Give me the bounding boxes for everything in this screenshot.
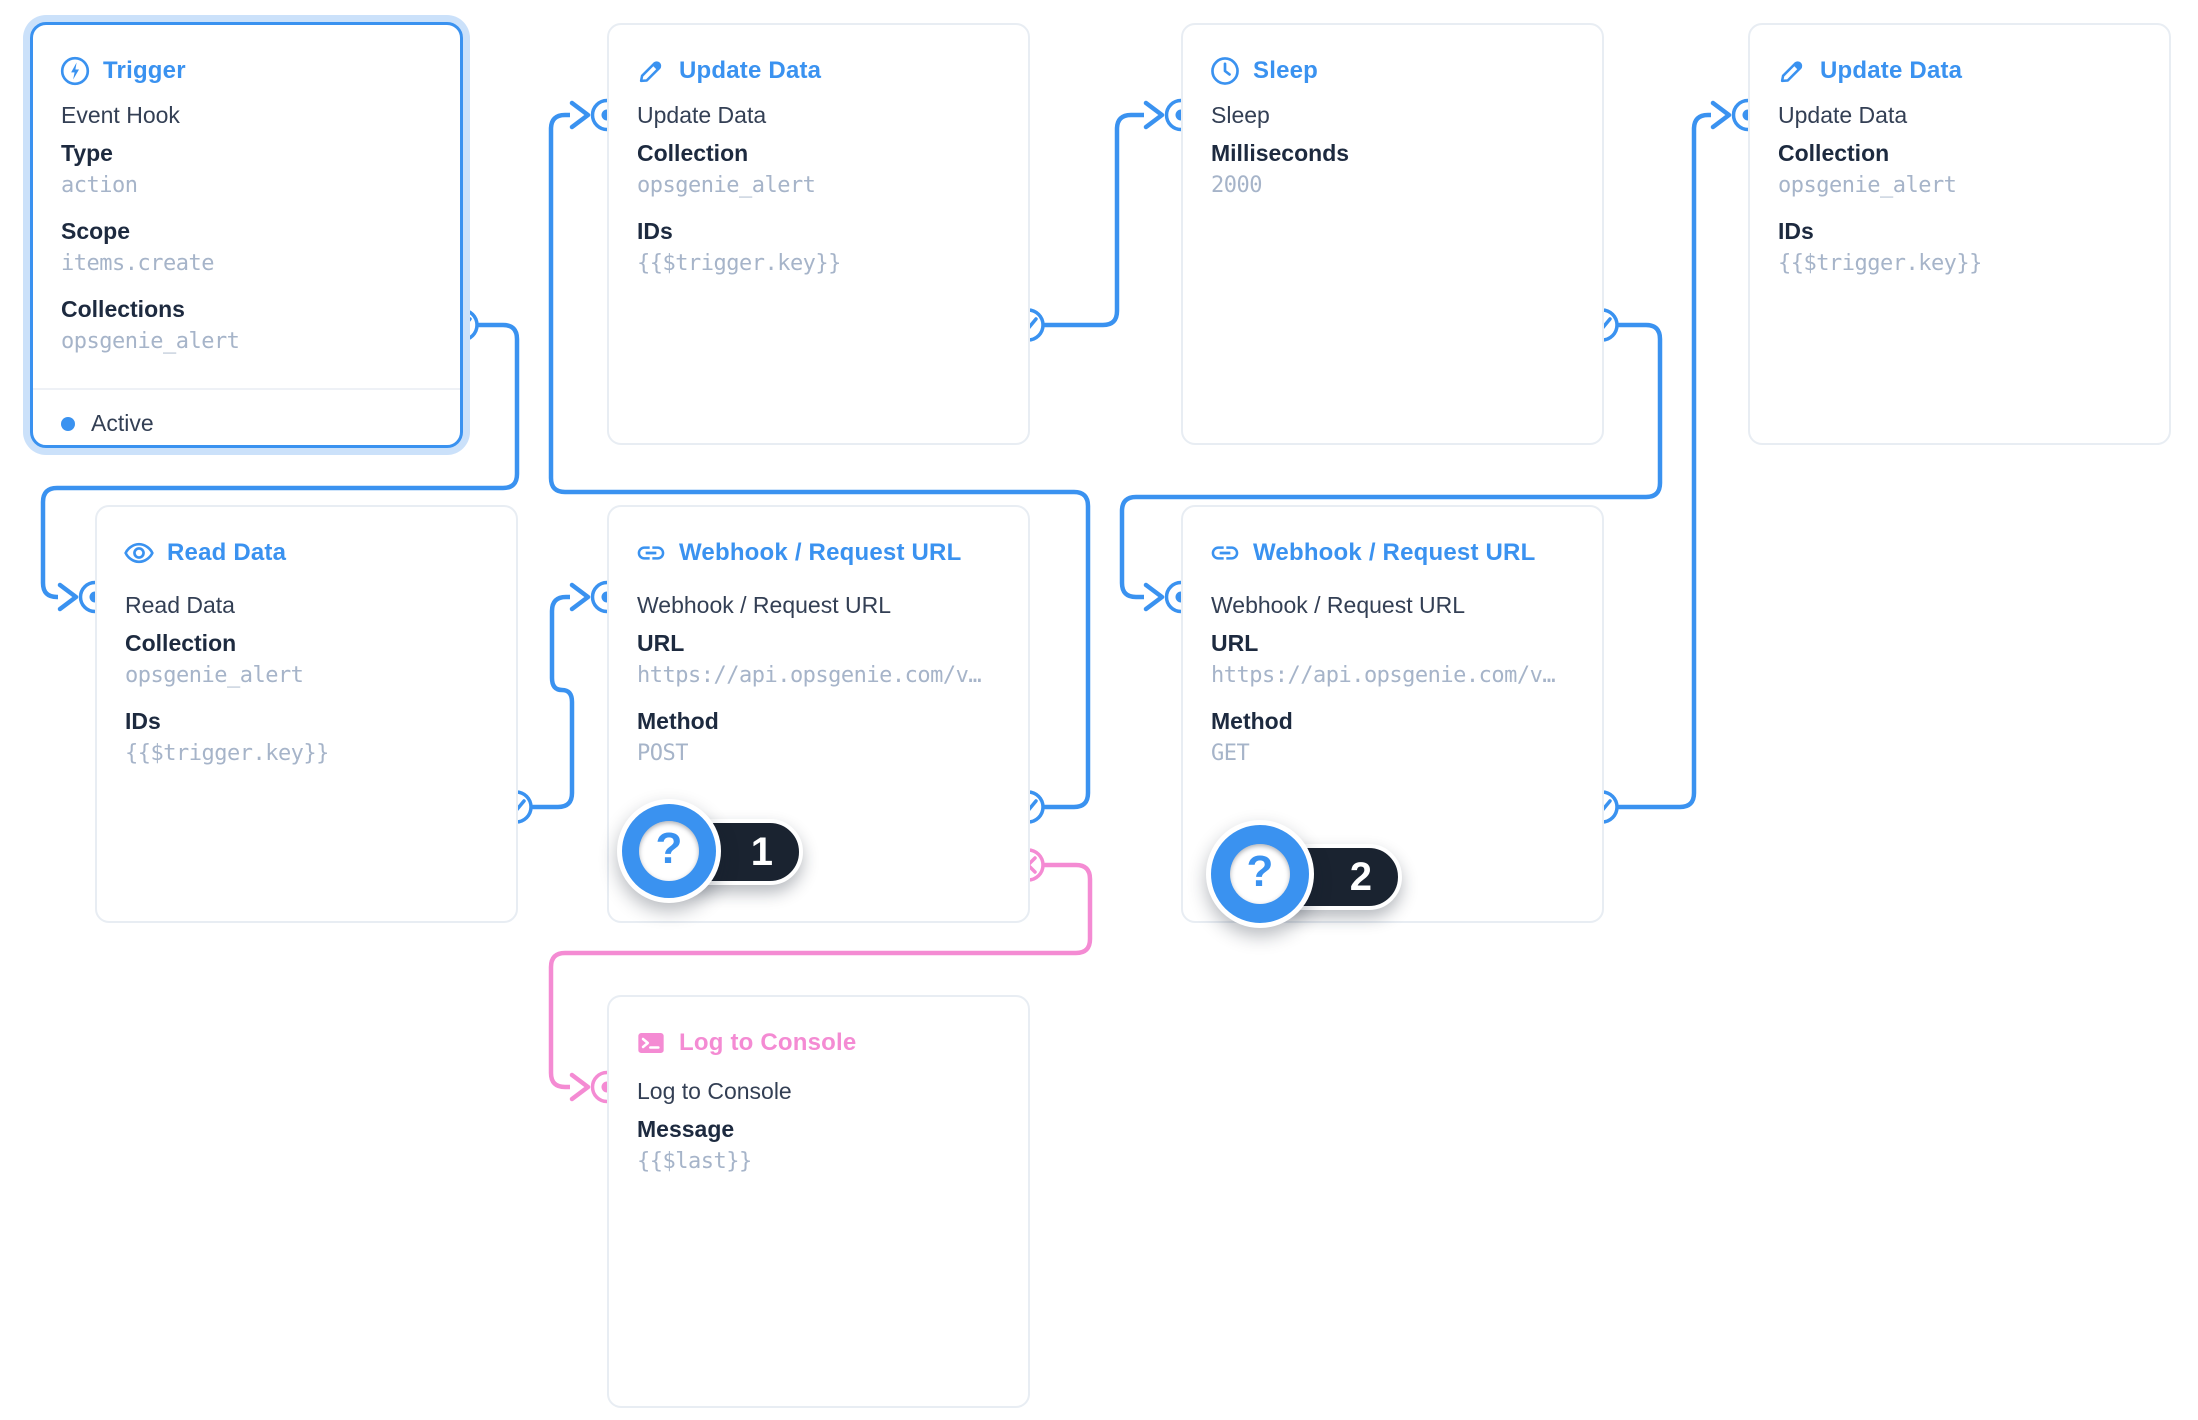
field-value: opsgenie_alert <box>125 663 304 688</box>
status-badge: Active <box>91 410 154 436</box>
node-update-data-2[interactable]: Update Data Update Data Collection opsge… <box>1748 23 2171 445</box>
node-title: Update Data <box>1820 57 1963 84</box>
node-name: Read Data <box>125 592 235 618</box>
node-name: Sleep <box>1211 102 1270 128</box>
node-name: Log to Console <box>637 1078 792 1104</box>
field-label: IDs <box>1778 218 1814 244</box>
field-label: Milliseconds <box>1211 140 1350 166</box>
field-label: Collection <box>125 630 237 656</box>
field-label: Scope <box>61 218 131 244</box>
field-label: Collection <box>1778 140 1890 166</box>
field-label: IDs <box>125 708 161 734</box>
wire-webhook-get-to-update-data-2 <box>1618 112 1711 810</box>
node-log-to-console[interactable]: Log to Console Log to Console Message {{… <box>607 995 1030 1408</box>
node-read-data[interactable]: Read Data Read Data Collection opsgenie_… <box>95 505 518 923</box>
arrowhead-icon <box>57 582 79 612</box>
node-sleep-header: Sleep <box>1209 55 1318 87</box>
clock-icon <box>1211 57 1239 85</box>
field-value: opsgenie_alert <box>637 173 816 198</box>
node-title: Read Data <box>167 539 287 566</box>
arrowhead-icon <box>1143 100 1165 130</box>
node-title: Update Data <box>679 57 822 84</box>
step-number: 1 <box>750 829 773 874</box>
node-update-data-2-header: Update Data <box>1776 55 1962 87</box>
node-title: Webhook / Request URL <box>679 539 962 566</box>
terminal-icon <box>638 1033 664 1053</box>
field-value: https://api.opsgenie.com/v… <box>637 663 982 688</box>
link-icon <box>637 546 665 560</box>
field-label: Method <box>1211 708 1293 734</box>
field-label: Type <box>61 140 113 166</box>
wire-update-data-1-to-sleep <box>1044 112 1144 328</box>
wire-read-data-to-webhook-post <box>532 594 575 810</box>
field-label: Message <box>637 1116 735 1142</box>
field-value: action <box>61 173 138 198</box>
step-2-help-badge[interactable]: 2 ? <box>1206 820 1466 952</box>
wire-webhook-post-to-update-data-1 <box>548 112 1091 810</box>
field-value: POST <box>637 741 688 766</box>
node-name: Webhook / Request URL <box>637 592 891 618</box>
question-mark-icon: ? <box>617 799 721 903</box>
link-icon <box>1211 546 1239 560</box>
node-name: Update Data <box>637 102 767 128</box>
node-title: Sleep <box>1253 57 1319 84</box>
field-label: IDs <box>637 218 673 244</box>
wire-trigger-to-read-data <box>40 322 520 600</box>
step-number: 2 <box>1349 854 1372 899</box>
node-title: Webhook / Request URL <box>1253 539 1536 566</box>
arrowhead-icon <box>569 100 591 130</box>
question-mark-glyph: ? <box>1246 847 1274 896</box>
arrowhead-icon <box>569 1072 591 1102</box>
step-1-help-badge[interactable]: 1 ? <box>617 799 877 933</box>
node-webhook-post-header: Webhook / Request URL <box>635 537 961 569</box>
eye-icon <box>124 542 154 564</box>
trigger-status: Active <box>61 410 154 437</box>
field-value: GET <box>1211 741 1250 766</box>
node-title: Log to Console <box>679 1029 857 1056</box>
trigger-type-name: Event Hook <box>61 102 180 128</box>
arrowhead-icon <box>569 582 591 612</box>
field-value: opsgenie_alert <box>61 329 240 354</box>
node-update-data-1[interactable]: Update Data Update Data Collection opsge… <box>607 23 1030 445</box>
field-label: URL <box>637 630 685 656</box>
node-title: Trigger <box>103 57 186 84</box>
node-name: Update Data <box>1778 102 1908 128</box>
field-value: opsgenie_alert <box>1778 173 1957 198</box>
pencil-icon <box>639 61 662 83</box>
wire-sleep-to-webhook-get <box>1119 322 1663 600</box>
wire-webhook-post-reject-to-log <box>548 862 1093 1090</box>
field-label: Method <box>637 708 719 734</box>
arrowhead-icon <box>1710 100 1732 130</box>
field-value: {{$trigger.key}} <box>1778 251 1982 276</box>
pencil-icon <box>1780 61 1803 83</box>
node-log-to-console-header: Log to Console <box>635 1027 856 1059</box>
question-mark-glyph: ? <box>655 824 683 873</box>
field-value: https://api.opsgenie.com/v… <box>1211 663 1556 688</box>
node-sleep[interactable]: Sleep Sleep Milliseconds 2000 <box>1181 23 1604 445</box>
node-read-data-header: Read Data <box>123 537 286 569</box>
divider <box>33 388 460 390</box>
field-value: {{$trigger.key}} <box>637 251 841 276</box>
field-value: {{$last}} <box>637 1149 752 1174</box>
arrowhead-icon <box>1143 582 1165 612</box>
field-value: 2000 <box>1211 173 1262 198</box>
field-label: Collection <box>637 140 749 166</box>
node-trigger[interactable]: Trigger Event Hook Type action Scope ite… <box>30 22 463 448</box>
field-label: URL <box>1211 630 1259 656</box>
node-webhook-get-header: Webhook / Request URL <box>1209 537 1535 569</box>
active-status-dot <box>61 416 75 431</box>
field-value: items.create <box>61 251 214 276</box>
node-trigger-header: Trigger <box>59 55 186 87</box>
node-update-data-1-header: Update Data <box>635 55 821 87</box>
bolt-circle-icon <box>60 56 90 86</box>
field-value: {{$trigger.key}} <box>125 741 329 766</box>
field-label: Collections <box>61 296 185 322</box>
question-mark-icon: ? <box>1206 820 1314 928</box>
node-name: Webhook / Request URL <box>1211 592 1465 618</box>
